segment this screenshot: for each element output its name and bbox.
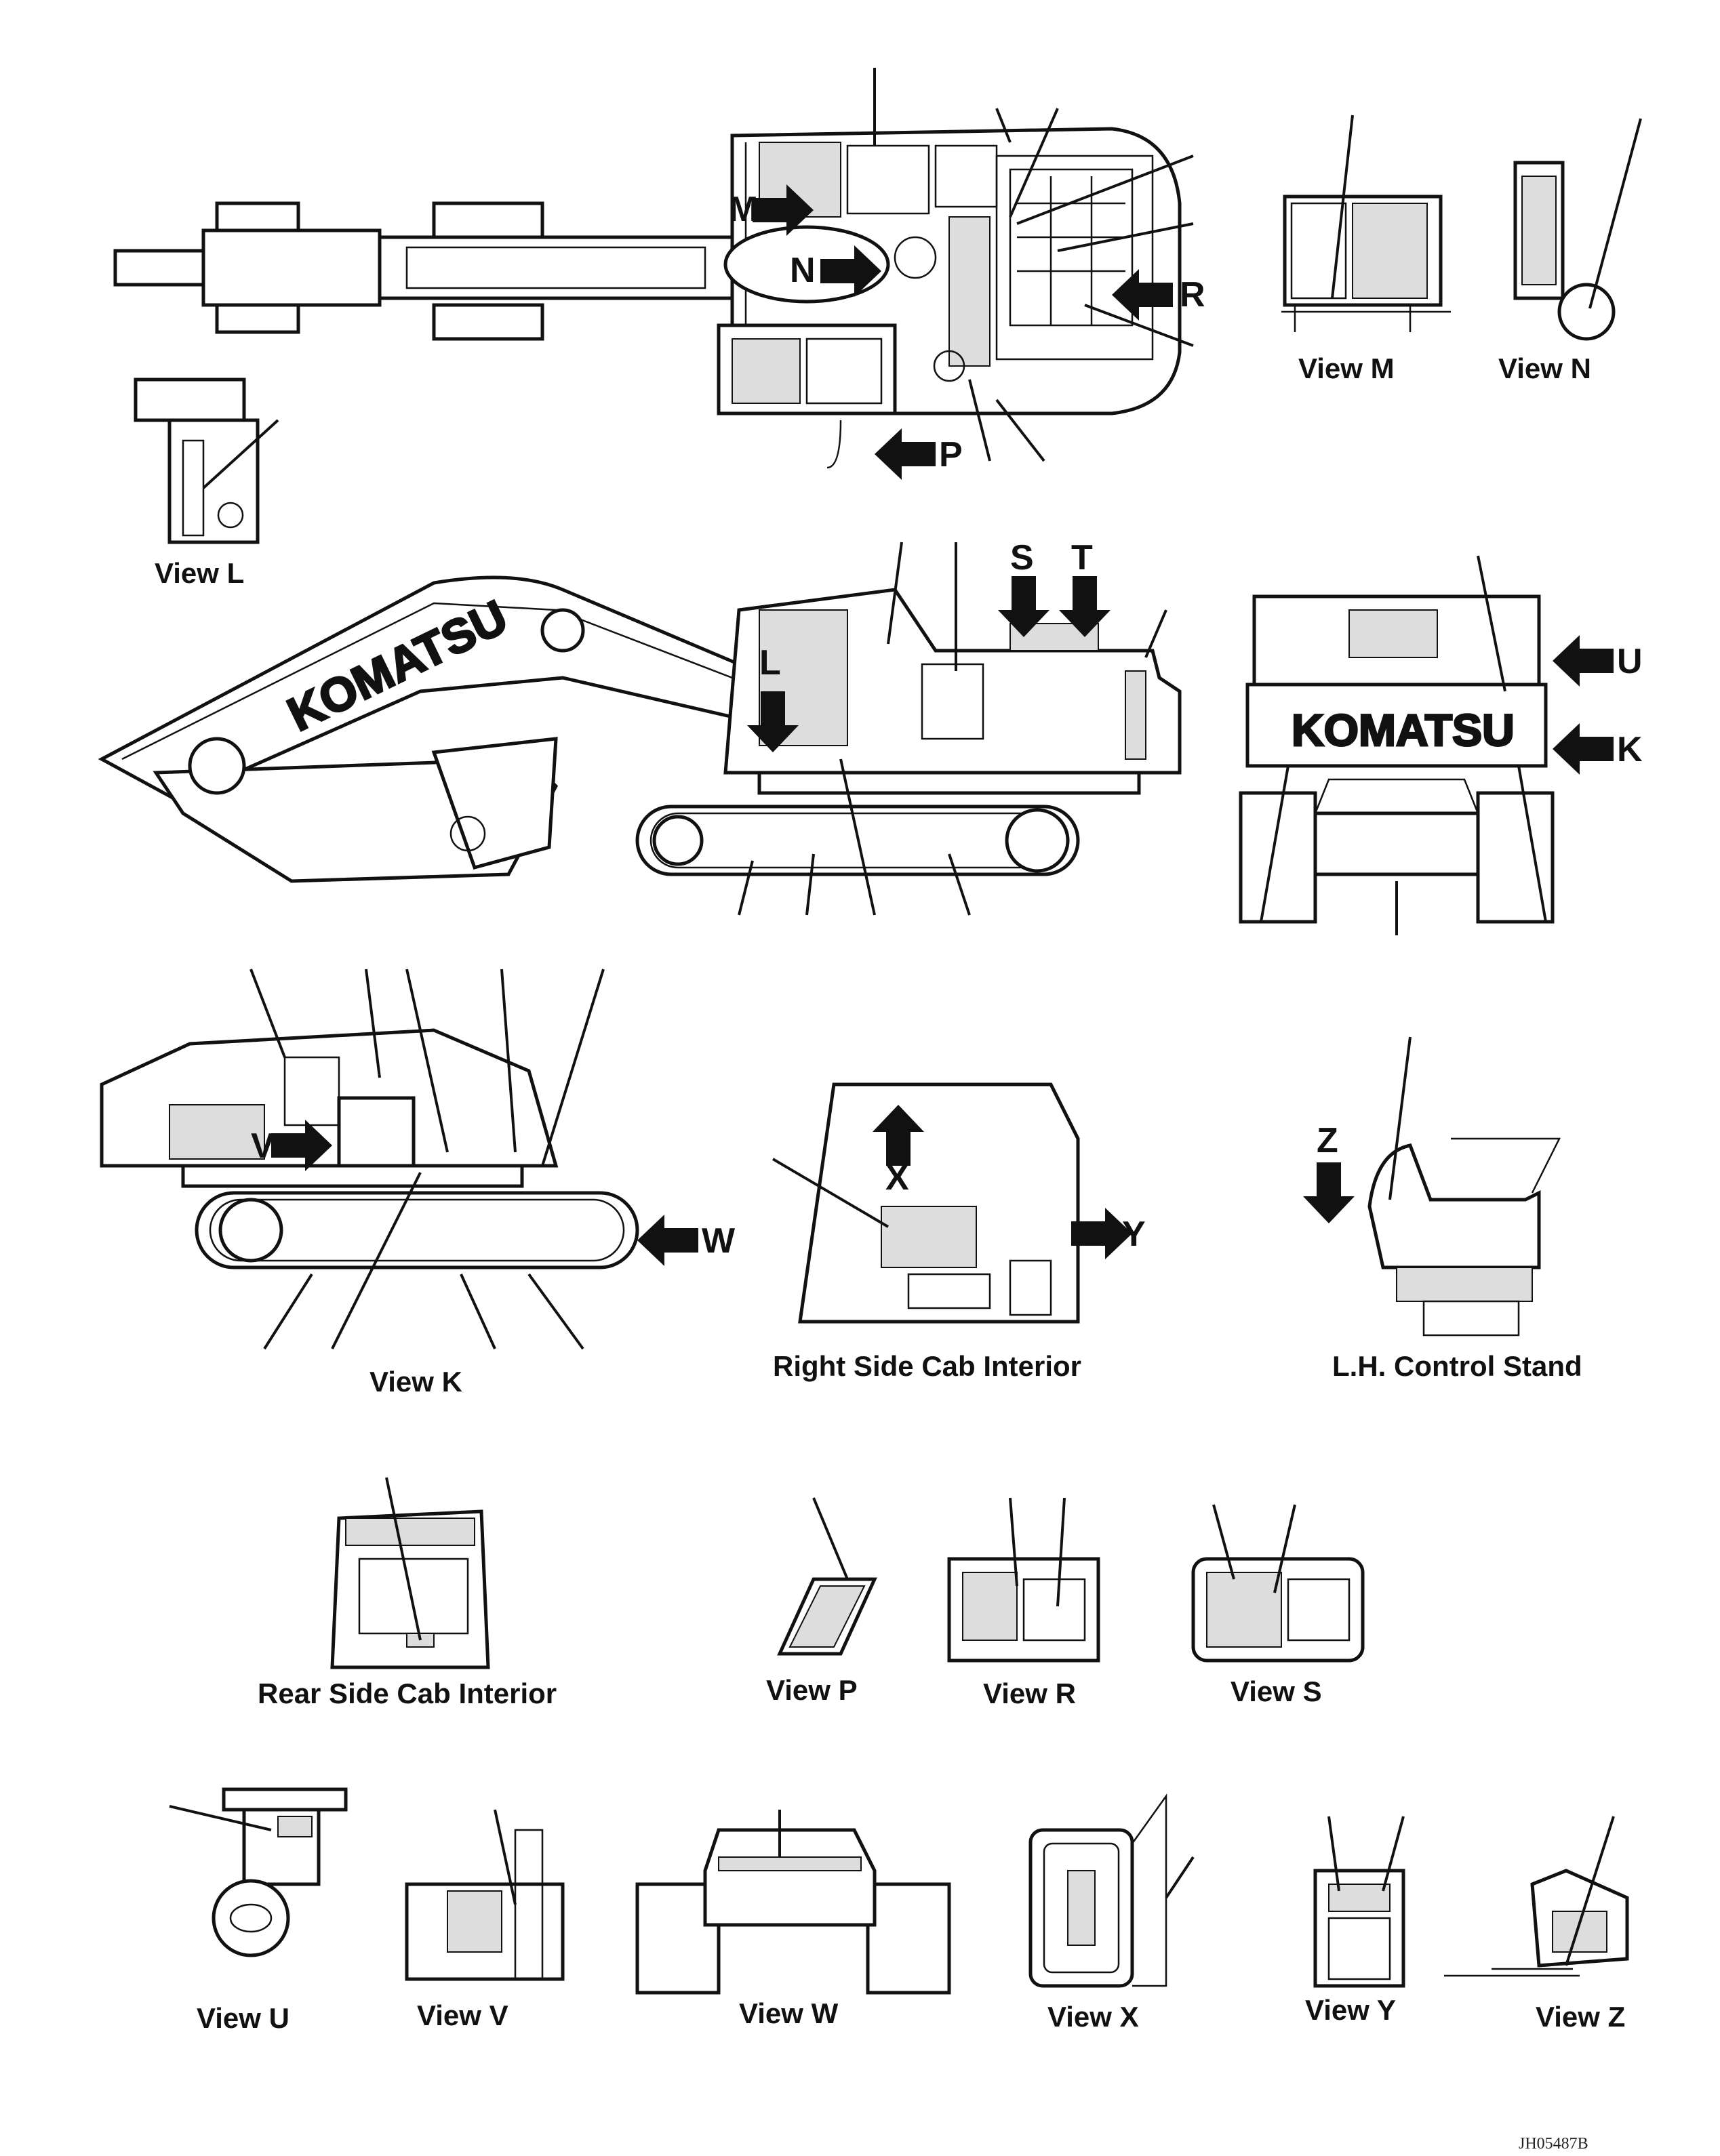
rear-view-excavator: KOMATSU U K [1239,555,1643,935]
caption-view-u: View U [197,2002,289,2034]
arrow-label-v: V [251,1126,275,1166]
arrow-label-m: M [729,190,758,229]
arrow-label-l: L [759,643,781,683]
caption-view-y: View Y [1305,1994,1396,2026]
view-p-detail: View P [766,1497,877,1706]
caption-lh-control-stand: L.H. Control Stand [1332,1350,1582,1382]
view-r-detail: View R [947,1497,1100,1709]
caption-view-l: View L [155,557,244,589]
arrow-label-p: P [939,435,963,474]
arrow-label-u: U [1617,642,1643,681]
arrow-k-icon [1553,723,1614,775]
view-u-detail: View U [169,1787,348,2034]
caption-view-z: View Z [1536,2001,1625,2033]
caption-rear-side-cab: Rear Side Cab Interior [258,1677,557,1709]
rear-brand-text: KOMATSU [1292,705,1515,755]
caption-view-m: View M [1298,352,1395,384]
left-side-view-excavator: KOMATSU L S T [98,538,1182,916]
figure-id: JH05487B [1519,2135,1588,2153]
view-x-detail: View X [1028,1793,1195,2033]
caption-view-x: View X [1047,2001,1139,2033]
rear-side-cab-interior: Rear Side Cab Interior [258,1477,557,1709]
view-w-detail: View W [635,1810,951,2029]
view-k-detail: V W View K [100,969,736,1398]
arrow-label-z: Z [1317,1121,1338,1160]
caption-view-n: View N [1498,352,1591,384]
view-y-detail: View Y [1305,1816,1405,2026]
caption-view-r: View R [983,1677,1076,1709]
caption-view-w: View W [739,1997,839,2029]
view-s-detail: View S [1191,1504,1365,1707]
caption-right-side-cab: Right Side Cab Interior [773,1350,1081,1382]
arrow-label-x: X [885,1158,909,1198]
view-l-detail: View L [134,378,279,589]
arrow-p-icon [875,428,936,480]
caption-view-k: View K [369,1366,462,1398]
top-view-excavator: M N R P [113,68,1205,480]
lh-control-stand: Z L.H. Control Stand [1303,1036,1582,1382]
arrow-label-n: N [790,251,816,290]
view-v-detail: View V [405,1809,565,2031]
arrow-label-s: S [1010,538,1034,577]
view-z-detail: View Z [1444,1816,1629,2033]
arrow-label-y: Y [1122,1215,1146,1254]
arrow-label-w: W [702,1221,736,1261]
caption-view-s: View S [1231,1675,1322,1707]
arrow-u-icon [1553,635,1614,687]
arrow-label-k: K [1617,730,1643,769]
arrow-label-t: T [1071,538,1093,577]
view-n-detail: View N [1498,118,1642,384]
caption-view-v: View V [417,1999,508,2031]
caption-view-p: View P [766,1674,858,1706]
view-m-detail: View M [1281,115,1451,384]
arrow-label-r: R [1180,275,1205,314]
arrow-z-icon [1303,1162,1355,1223]
arrow-w-icon [637,1215,698,1266]
right-side-cab-interior: X Y Right Side Cab Interior [772,1082,1146,1382]
